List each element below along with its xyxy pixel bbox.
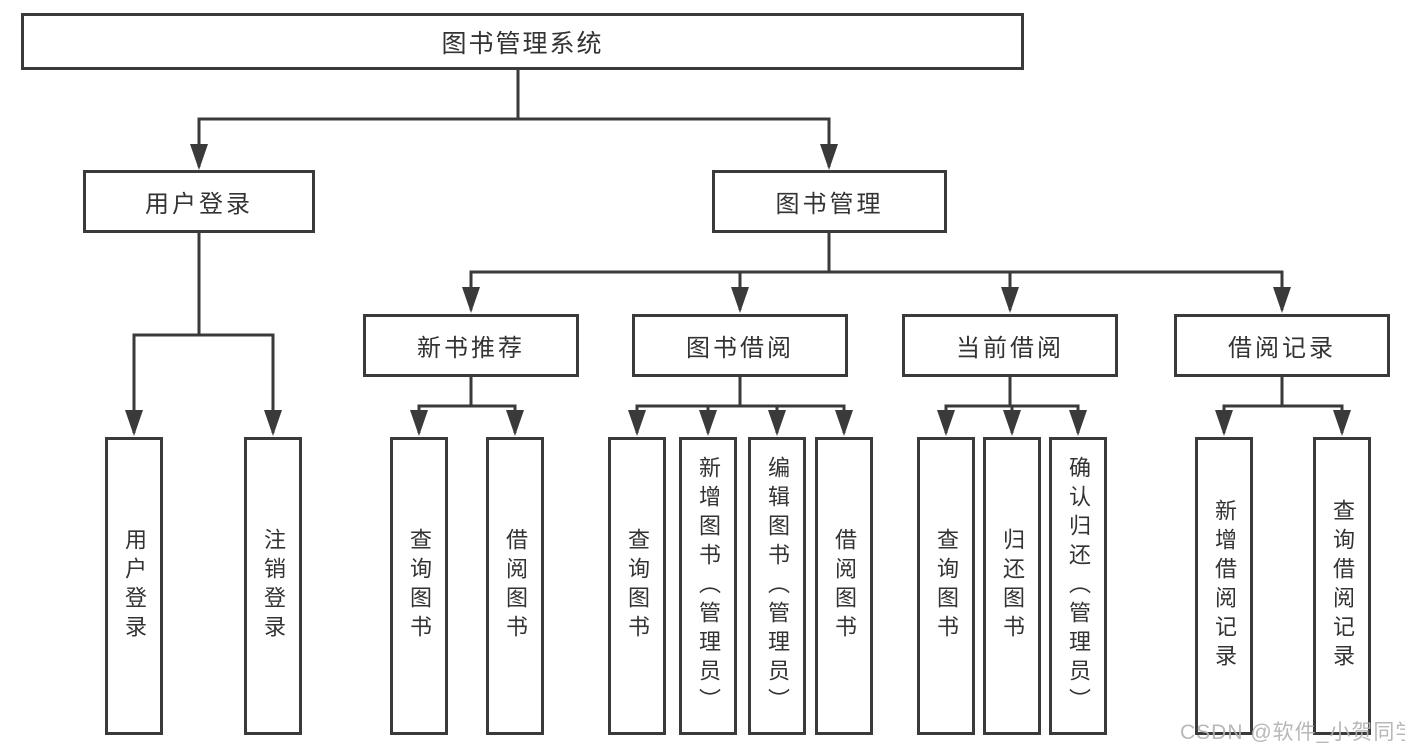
leaf-logout-label: 注销登录	[261, 528, 286, 644]
node-root-label: 图书管理系统	[441, 29, 604, 58]
leaf-current-query-books: 查询图书	[917, 437, 975, 735]
leaf-current-return-books-label: 归还图书	[1000, 528, 1025, 644]
leaf-borrow-add-books-admin-label: 新增图书（管理员）	[696, 455, 721, 717]
leaf-newbook-borrow-books: 借阅图书	[486, 437, 544, 735]
node-current-borrowing: 当前借阅	[902, 314, 1118, 377]
node-new-book-recommend: 新书推荐	[363, 314, 579, 377]
watermark: CSDN @软件_小贺同学	[1180, 716, 1405, 746]
leaf-newbook-query-books: 查询图书	[390, 437, 448, 735]
node-user-login: 用户登录	[83, 170, 315, 233]
leaf-current-confirm-return-admin: 确认归还（管理员）	[1049, 437, 1107, 735]
node-user-login-label: 用户登录	[145, 191, 253, 218]
leaf-borrow-edit-books-admin: 编辑图书（管理员）	[748, 437, 806, 735]
leaf-borrow-query-books-label: 查询图书	[625, 528, 650, 644]
leaf-user-login: 用户登录	[105, 437, 163, 735]
leaf-borrow-borrow-books-label: 借阅图书	[832, 528, 857, 644]
leaf-borrow-edit-books-admin-label: 编辑图书（管理员）	[765, 455, 790, 717]
leaf-borrow-borrow-books: 借阅图书	[815, 437, 873, 735]
node-root: 图书管理系统	[21, 13, 1024, 70]
leaf-newbook-query-books-label: 查询图书	[407, 528, 432, 644]
node-book-management: 图书管理	[712, 170, 947, 233]
leaf-borrow-add-books-admin: 新增图书（管理员）	[679, 437, 737, 735]
leaf-current-confirm-return-admin-label: 确认归还（管理员）	[1066, 455, 1091, 717]
node-new-book-recommend-label: 新书推荐	[417, 335, 525, 362]
leaf-current-return-books: 归还图书	[983, 437, 1041, 735]
node-current-borrowing-label: 当前借阅	[956, 335, 1064, 362]
leaf-newbook-borrow-books-label: 借阅图书	[503, 528, 528, 644]
leaf-record-query-borrow-record: 查询借阅记录	[1313, 437, 1371, 735]
node-book-borrowing: 图书借阅	[632, 314, 848, 377]
watermark-text: CSDN @软件_小贺同学	[1180, 721, 1405, 744]
node-borrowing-records-label: 借阅记录	[1228, 335, 1336, 362]
leaf-record-add-borrow-record-label: 新增借阅记录	[1212, 499, 1237, 673]
node-book-borrowing-label: 图书借阅	[686, 335, 794, 362]
node-borrowing-records: 借阅记录	[1174, 314, 1390, 377]
leaf-user-login-label: 用户登录	[122, 528, 147, 644]
leaf-borrow-query-books: 查询图书	[608, 437, 666, 735]
leaf-current-query-books-label: 查询图书	[934, 528, 959, 644]
node-book-management-label: 图书管理	[775, 191, 884, 218]
leaf-record-query-borrow-record-label: 查询借阅记录	[1330, 499, 1355, 673]
leaf-record-add-borrow-record: 新增借阅记录	[1195, 437, 1253, 735]
leaf-logout: 注销登录	[244, 437, 302, 735]
